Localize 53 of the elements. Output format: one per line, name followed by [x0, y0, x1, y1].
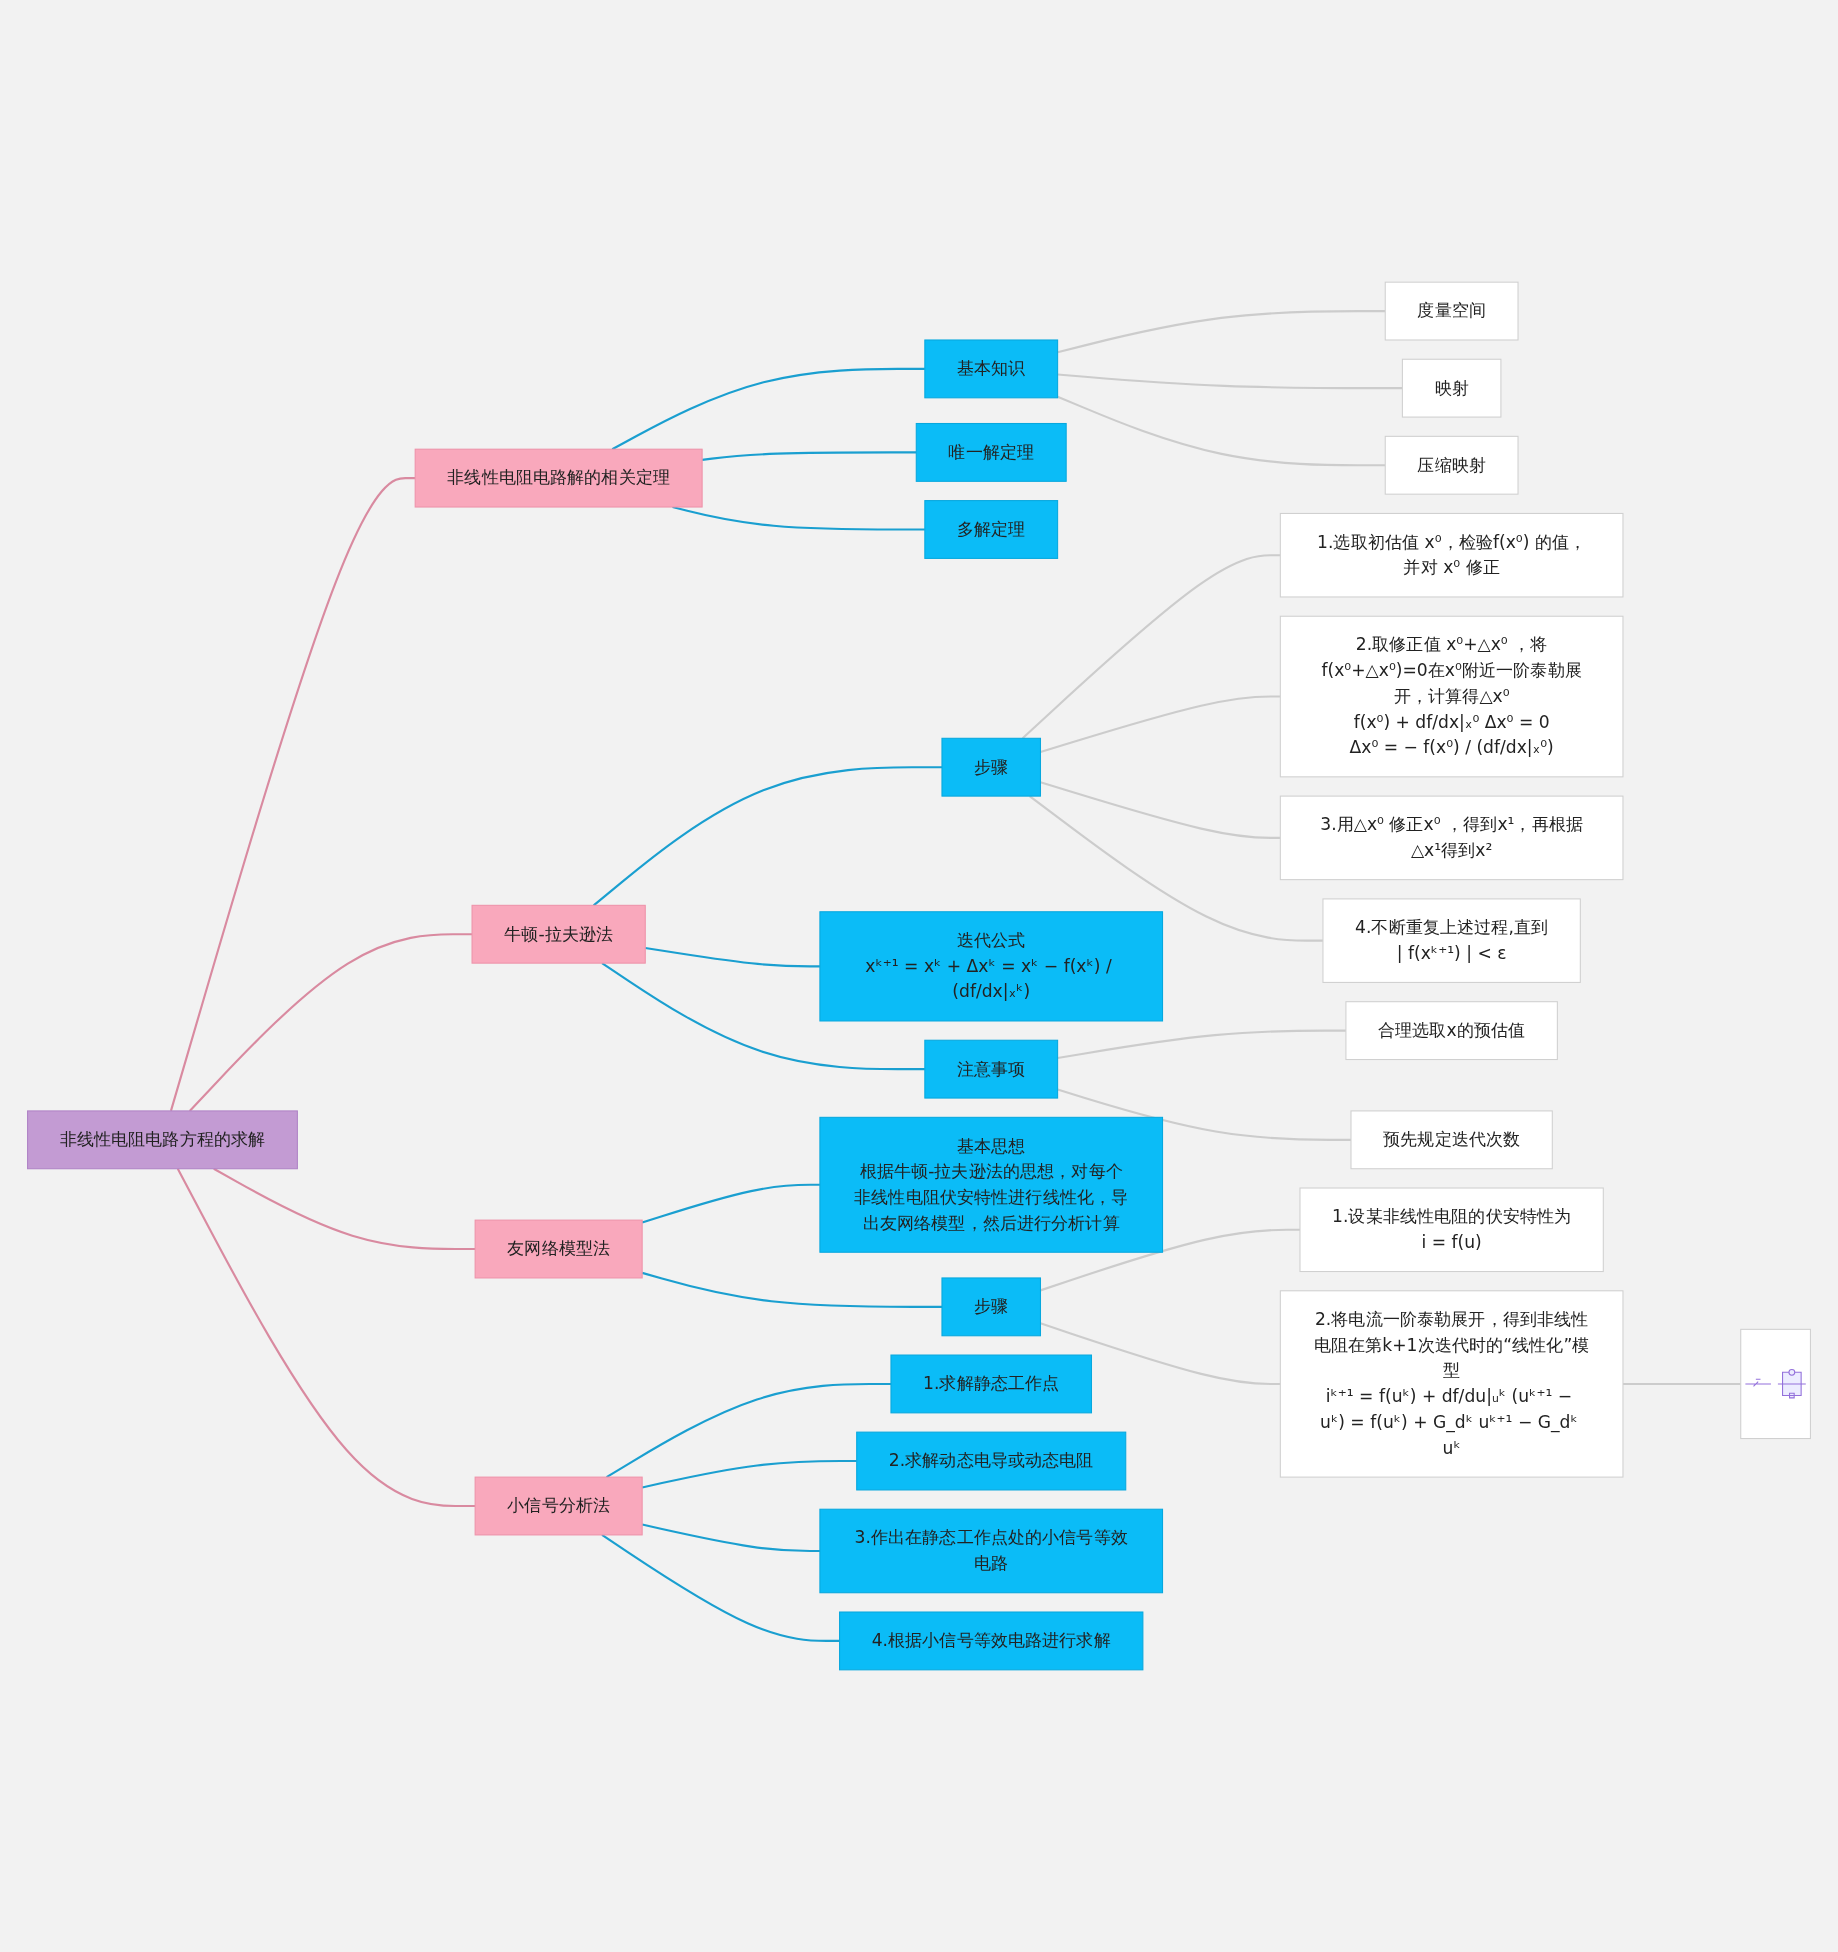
node-box: 基本思想 根据牛顿-拉夫逊法的思想，对每个非线性电阻伏安特性进行线性化，导出友网络模型，然后进行分析计算	[819, 1116, 1164, 1253]
node-box: 非线性电阻电路解的相关定理	[414, 448, 703, 508]
connector	[1040, 695, 1281, 754]
connector	[169, 477, 416, 1112]
node-box: 2.取修正值 x⁰+△x⁰ ，将f(x⁰+△x⁰)=0在x⁰附近一阶泰勒展开，计算得△x⁰ f(x⁰) + df/dx|ₓ⁰ Δx⁰ = 0 Δx⁰ = − f(x⁰) / (df/dx|ₓ⁰)	[1279, 615, 1624, 778]
node-box: 基本知识	[924, 339, 1059, 399]
node-box: 小信号分析法	[474, 1476, 643, 1536]
connector	[1057, 1029, 1346, 1060]
connector	[593, 766, 942, 907]
node-box: 压缩映射	[1384, 435, 1519, 495]
connector	[176, 1168, 476, 1508]
connector	[1057, 310, 1386, 354]
node-box: 合理选取x的预估值	[1345, 1001, 1558, 1061]
connector	[601, 962, 925, 1071]
node-box: 1.求解静态工作点	[890, 1354, 1092, 1414]
node-box: 度量空间	[1384, 281, 1519, 341]
node-picture	[1740, 1328, 1811, 1440]
node-box: 预先规定迭代次数	[1350, 1110, 1553, 1170]
node-box: 2.求解动态电导或动态电阻	[856, 1431, 1127, 1491]
node-box: 友网络模型法	[474, 1219, 643, 1279]
node-box: 迭代公式 xᵏ⁺¹ = xᵏ + Δxᵏ = xᵏ − f(xᵏ) / (df/dx|ₓᵏ)	[819, 911, 1164, 1022]
connector	[702, 451, 917, 461]
connector	[1057, 1088, 1351, 1141]
node-box: 步骤	[941, 737, 1041, 797]
node-box: 1.设某非线性电阻的伏安特性为 i = f(u)	[1299, 1187, 1604, 1273]
connector	[611, 367, 925, 451]
connector	[213, 1167, 476, 1251]
connector	[601, 1534, 840, 1642]
node-box: 非线性电阻电路方程的求解	[27, 1110, 298, 1170]
node-box: 多解定理	[924, 500, 1059, 559]
node-box: 唯一解定理	[915, 422, 1067, 482]
node-box: 映射	[1401, 358, 1502, 418]
node-box: 3.用△x⁰ 修正x⁰ ，得到x¹，再根据△x¹得到x²	[1279, 795, 1624, 881]
connector	[641, 1183, 820, 1224]
node-box: 牛顿-拉夫逊法	[471, 904, 646, 964]
node-box: 2.将电流一阶泰勒展开，得到非线性电阻在第k+1次迭代时的“线性化”模型 iᵏ⁺¹ = f(uᵏ) + df/du|ᵤᵏ (uᵏ⁺¹ − uᵏ) = f(uᵏ) + G_dᵏ uᵏ⁺¹ − G_dᵏ uᵏ	[1279, 1290, 1624, 1478]
connector	[1040, 1228, 1300, 1292]
connector	[1057, 395, 1386, 467]
node-box: 1.选取初估值 x⁰，检验f(x⁰) 的值，并对 x⁰ 修正	[1279, 512, 1624, 598]
node-box: 3.作出在静态工作点处的小信号等效电路	[819, 1508, 1164, 1594]
connector	[1057, 373, 1403, 390]
connector	[1040, 1322, 1281, 1385]
connector	[645, 946, 820, 968]
node-box: 注意事项	[924, 1039, 1059, 1099]
connector	[1028, 795, 1323, 942]
node-box: 4.根据小信号等效电路进行求解	[839, 1611, 1144, 1671]
node-box: 4.不断重复上述过程,直到 | f(xᵏ⁺¹) | < ε	[1322, 898, 1581, 983]
node-box: 步骤	[941, 1277, 1041, 1337]
connector	[1021, 554, 1281, 740]
connector	[188, 933, 473, 1112]
connector	[1622, 1382, 1741, 1385]
connector	[606, 1382, 891, 1478]
connector	[1040, 781, 1281, 839]
